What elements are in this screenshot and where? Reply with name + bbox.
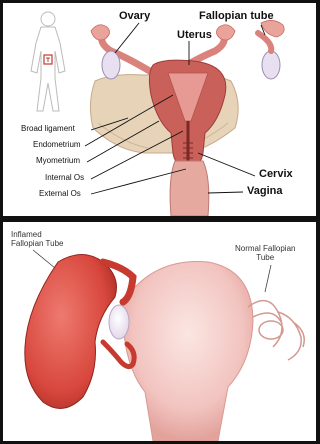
label-cervix: Cervix	[259, 169, 293, 180]
label-endometrium: Endometrium	[33, 141, 81, 149]
left-ovary	[102, 51, 120, 79]
right-ovary	[262, 51, 280, 79]
ovary	[109, 305, 129, 339]
label-myometrium: Myometrium	[36, 157, 80, 165]
label-inflamed-line2: Fallopian Tube	[11, 239, 63, 248]
label-ovary: Ovary	[119, 11, 150, 22]
label-uterus: Uterus	[177, 30, 212, 41]
label-inflamed-tube: Inflamed Fallopian Tube	[11, 230, 63, 248]
label-broad-ligament: Broad ligament	[21, 125, 75, 133]
label-inflamed-line1: Inflamed	[11, 230, 63, 239]
leader-normal	[265, 265, 271, 292]
label-fallopian-tube: Fallopian tube	[199, 11, 274, 22]
label-normal-tube: Normal Fallopian Tube	[235, 244, 295, 262]
leader-inflamed	[33, 250, 55, 268]
label-normal-line2: Tube	[235, 253, 295, 262]
uterus-body	[123, 262, 253, 442]
inflamed-fallopian-tube	[25, 255, 117, 409]
uterus-anatomy-panel: Ovary Fallopian tube Uterus Broad ligame…	[3, 3, 316, 216]
label-normal-line1: Normal Fallopian	[235, 244, 295, 253]
normal-fallopian-tube	[248, 301, 304, 360]
salpingitis-panel: Inflamed Fallopian Tube Normal Fallopian…	[3, 222, 316, 441]
vagina-shape	[170, 161, 209, 216]
label-vagina: Vagina	[247, 186, 282, 197]
label-external-os: External Os	[39, 190, 81, 198]
label-internal-os: Internal Os	[45, 174, 84, 182]
